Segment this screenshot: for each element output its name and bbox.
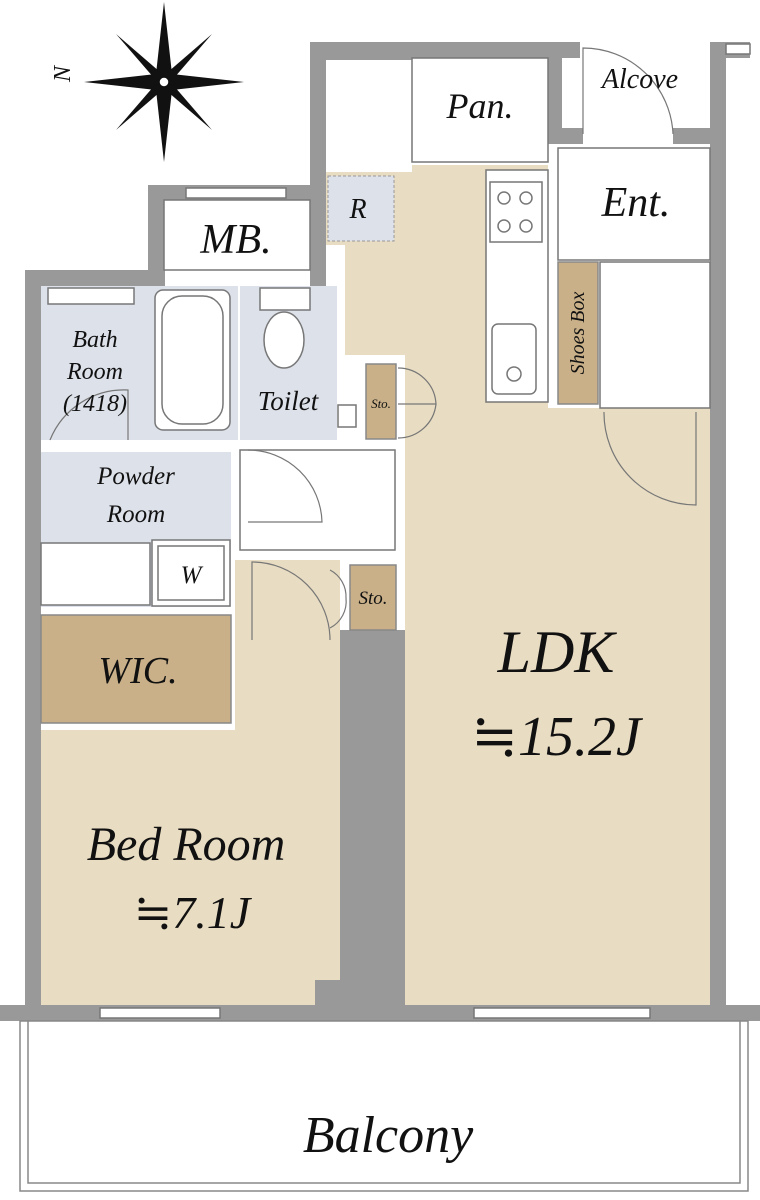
ldk-label: LDK [497,619,618,685]
bath-label-line2: Room [66,359,123,385]
balcony [19,1020,749,1192]
storage-closet-label: Sto. [358,588,387,609]
refrigerator-label: R [348,194,366,225]
hall-space [239,449,396,551]
compass-rose-icon [84,2,244,162]
storage-small [365,363,397,440]
bedroom-floor [41,560,340,1005]
entrance-lower [599,261,711,409]
bedroom-size-label: ≒7.1J [134,887,253,938]
stove-icon [489,181,543,243]
wic-label: WIC. [98,650,177,692]
windows [99,43,751,1019]
mb-label: MB. [199,217,271,263]
kitchen-sink-icon [491,323,537,395]
washer-label: W [181,562,204,589]
toilet-bowl-icon [263,311,305,369]
pantry-label: Pan. [446,86,514,126]
mb-space [163,199,311,271]
walk-in-closet [40,614,232,724]
toilet-tank-icon [259,287,311,311]
bedroom-label: Bed Room [87,818,286,871]
entrance-space [557,147,711,261]
shoes-box-label: Shoes Box [567,292,589,375]
alcove-label: Alcove [600,64,678,95]
refrigerator-space [327,175,395,242]
ldk-floor [326,165,710,1005]
ldk-size-label: ≒15.2J [471,706,644,768]
powder-label-line1: Powder [96,463,175,490]
bath-floor-left [41,286,150,440]
compass-north-label: N [50,64,76,83]
bath-label-line1: Bath [72,327,117,353]
storage-areas [40,261,599,724]
storage-small-label: Sto. [371,396,391,411]
fixtures [40,181,543,607]
storage-closet [349,564,397,631]
pantry-space [411,57,549,163]
entrance-label: Ent. [601,180,671,226]
powder-label-line2: Room [106,501,165,528]
shoes-box [557,261,599,405]
bath-label-line3: (1418) [63,391,127,417]
balcony-label: Balcony [303,1107,474,1164]
toilet-label: Toilet [258,386,320,416]
door-swings [49,47,697,641]
